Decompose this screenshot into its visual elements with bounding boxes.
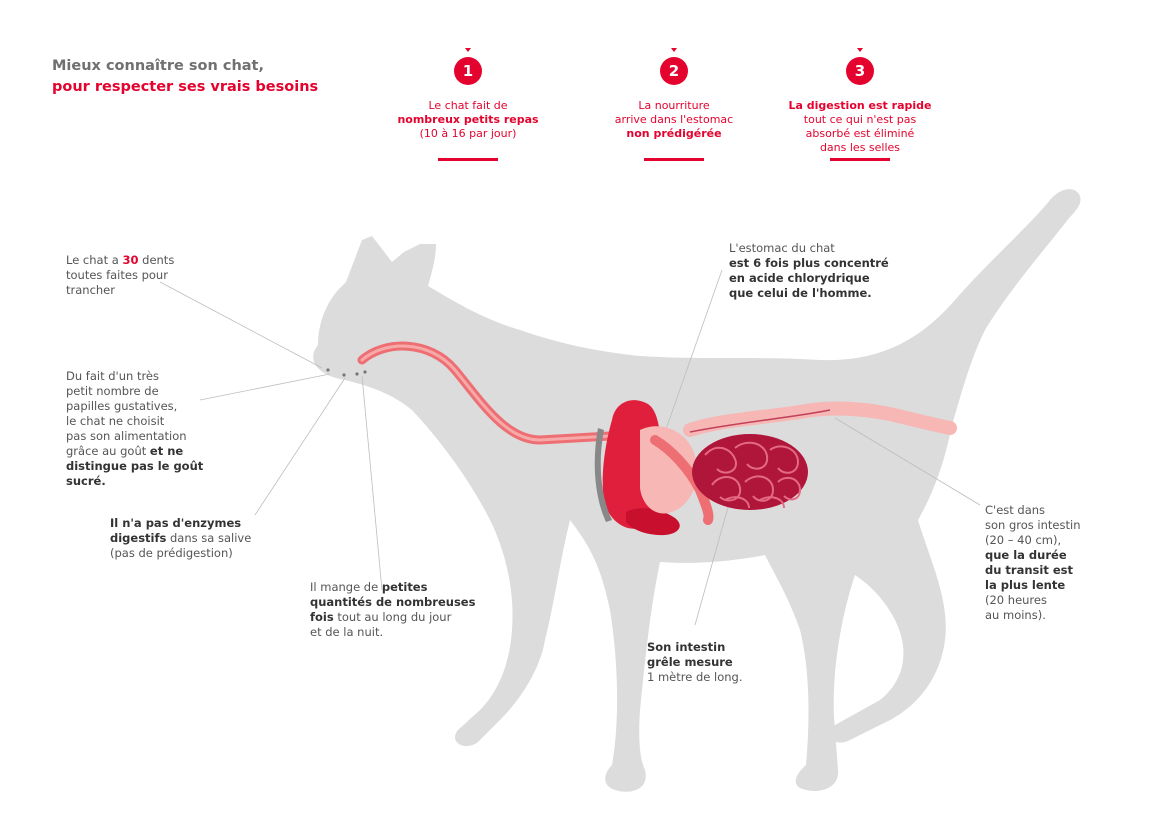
step-1-line-3: (10 à 16 par jour) bbox=[419, 127, 517, 140]
title-line-1: Mieux connaître son chat, bbox=[52, 58, 264, 74]
large-intestine-line-3: (20 – 40 cm), bbox=[985, 533, 1062, 547]
annotation-taste: Du fait d'un très petit nombre de papill… bbox=[66, 369, 203, 489]
annotation-enzymes: Il n'a pas d'enzymes digestifs dans sa s… bbox=[110, 516, 251, 561]
step-2-line-1: La nourriture bbox=[638, 99, 710, 112]
step-3-line-2: tout ce qui n'est pas bbox=[803, 113, 917, 126]
taste-line-2: petit nombre de bbox=[66, 384, 159, 398]
taste-line-6-bold: et ne bbox=[149, 444, 184, 458]
taste-line-4: le chat ne choisit bbox=[66, 414, 165, 428]
step-1-underline bbox=[438, 158, 498, 161]
step-2: 2 La nourriture arrive dans l'estomac no… bbox=[584, 48, 764, 161]
leader-taste bbox=[199, 373, 331, 401]
taste-line-7: distingue pas le goût bbox=[66, 459, 204, 473]
enzymes-line-3: (pas de prédigestion) bbox=[110, 546, 233, 560]
stomach-line-2: est 6 fois plus concentré bbox=[729, 256, 889, 270]
step-1-marker-icon bbox=[465, 48, 471, 52]
small-intestine-line-1: Son intestin bbox=[647, 640, 726, 654]
page-title: Mieux connaître son chat, pour respecter… bbox=[52, 56, 318, 98]
annotation-stomach: L'estomac du chat est 6 fois plus concen… bbox=[729, 241, 889, 301]
teeth-line-3: trancher bbox=[66, 283, 115, 297]
large-intestine-line-7: (20 heures bbox=[985, 593, 1047, 607]
teeth-text-c: dents bbox=[138, 253, 175, 267]
annotation-small-intestine: Son intestin grêle mesure 1 mètre de lon… bbox=[647, 640, 742, 685]
taste-line-5: pas son alimentation bbox=[66, 429, 187, 443]
step-3-marker-icon bbox=[857, 48, 863, 52]
taste-line-1: Du fait d'un très bbox=[66, 369, 159, 383]
step-3-line-3: absorbé est éliminé bbox=[805, 127, 915, 140]
teeth-text-a: Le chat a bbox=[66, 253, 123, 267]
meals-line-1: Il mange de bbox=[310, 580, 382, 594]
large-intestine-line-1: C'est dans bbox=[985, 503, 1046, 517]
step-3-line-4: dans les selles bbox=[819, 141, 901, 154]
meals-line-3-bold: fois bbox=[310, 610, 334, 624]
leader-small-intestine bbox=[694, 499, 731, 626]
step-3-underline bbox=[830, 158, 890, 161]
step-2-line-3: non prédigérée bbox=[626, 127, 722, 140]
step-2-number: 2 bbox=[660, 57, 688, 85]
annotation-large-intestine: C'est dans son gros intestin (20 – 40 cm… bbox=[985, 503, 1080, 623]
teeth-line-2: toutes faites pour bbox=[66, 268, 168, 282]
meals-line-2: quantités de nombreuses bbox=[310, 595, 476, 609]
step-3-number: 3 bbox=[846, 57, 874, 85]
step-3: 3 La digestion est rapide tout ce qui n'… bbox=[770, 48, 950, 161]
large-intestine-line-2: son gros intestin bbox=[985, 518, 1081, 532]
taste-line-3: papilles gustatives, bbox=[66, 399, 178, 413]
enzymes-line-2: dans sa salive bbox=[166, 531, 252, 545]
step-2-text: La nourriture arrive dans l'estomac non … bbox=[584, 99, 764, 141]
title-line-2: pour respecter ses vrais besoins bbox=[52, 79, 319, 95]
large-intestine-line-5: du transit est bbox=[985, 563, 1073, 577]
taste-line-8: sucré. bbox=[66, 474, 106, 488]
step-3-text: La digestion est rapide tout ce qui n'es… bbox=[770, 99, 950, 155]
step-1: 1 Le chat fait de nombreux petits repas … bbox=[378, 48, 558, 161]
meals-line-4: et de la nuit. bbox=[310, 625, 384, 639]
enzymes-line-2-bold: digestifs bbox=[110, 531, 167, 545]
leader-lines bbox=[159, 269, 981, 626]
annotation-meals: Il mange de petites quantités de nombreu… bbox=[310, 580, 475, 640]
stomach-line-4: que celui de l'homme. bbox=[729, 286, 872, 300]
large-intestine-line-8: au moins). bbox=[985, 608, 1046, 622]
leader-meals bbox=[361, 375, 383, 591]
mouth-dots bbox=[326, 368, 367, 377]
step-1-text: Le chat fait de nombreux petits repas (1… bbox=[378, 99, 558, 141]
taste-line-6: grâce au goût bbox=[66, 444, 150, 458]
step-1-number: 1 bbox=[454, 57, 482, 85]
meals-line-1-bold: petites bbox=[381, 580, 428, 594]
step-2-line-2: arrive dans l'estomac bbox=[614, 113, 734, 126]
esophagus-highlight bbox=[360, 344, 612, 442]
step-3-line-1: La digestion est rapide bbox=[788, 99, 932, 112]
step-1-line-1: Le chat fait de bbox=[428, 99, 508, 112]
large-intestine bbox=[683, 401, 957, 437]
enzymes-line-1: Il n'a pas d'enzymes bbox=[110, 516, 242, 530]
large-intestine-vessel bbox=[689, 409, 831, 433]
leader-stomach bbox=[664, 269, 723, 433]
small-intestine bbox=[692, 434, 808, 510]
step-2-marker-icon bbox=[671, 48, 677, 52]
stomach-line-3: en acide chlorydrique bbox=[729, 271, 870, 285]
step-2-underline bbox=[644, 158, 704, 161]
leader-teeth bbox=[159, 281, 323, 369]
meals-line-3: tout au long du jour bbox=[333, 610, 452, 624]
teeth-count: 30 bbox=[122, 253, 139, 267]
annotation-teeth: Le chat a 30 dents toutes faites pour tr… bbox=[66, 253, 174, 298]
small-intestine-line-3: 1 mètre de long. bbox=[647, 670, 743, 684]
small-intestine-line-2: grêle mesure bbox=[647, 655, 733, 669]
step-1-line-2: nombreux petits repas bbox=[397, 113, 539, 126]
leader-large-intestine bbox=[834, 417, 981, 506]
large-intestine-line-6: la plus lente bbox=[985, 578, 1066, 592]
large-intestine-line-4: que la durée bbox=[985, 548, 1067, 562]
stomach-line-1: L'estomac du chat bbox=[729, 241, 835, 255]
leader-enzymes bbox=[254, 377, 346, 516]
